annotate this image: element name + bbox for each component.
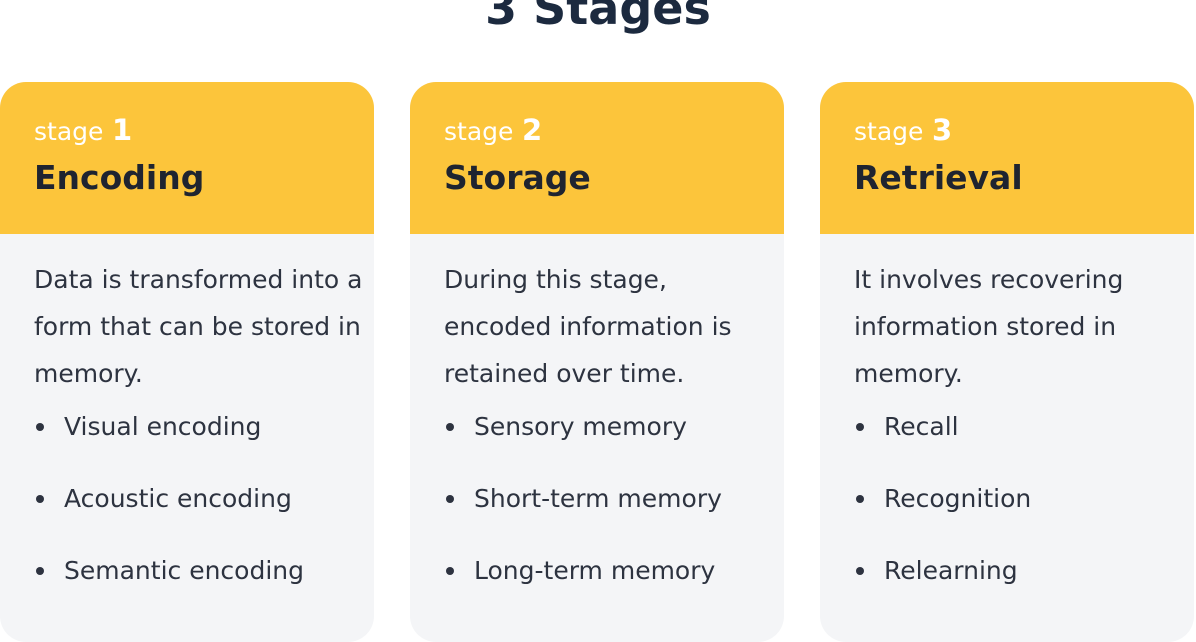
stage-card-header: stage 2 Storage [410, 82, 784, 234]
stage-card-body: During this stage, encoded information i… [410, 234, 784, 589]
list-item-label: Semantic encoding [64, 556, 305, 585]
stage-card-body: It involves recovering information store… [820, 234, 1194, 589]
stage-description: Data is transformed into a form that can… [34, 265, 363, 388]
bullet-icon [36, 423, 44, 431]
stages-row: stage 1 Encoding Data is transformed int… [0, 82, 1196, 642]
stage-card-encoding: stage 1 Encoding Data is transformed int… [0, 82, 374, 642]
bullet-icon [856, 495, 864, 503]
stage-number-line: stage 1 [34, 112, 374, 148]
stage-number: 3 [932, 113, 953, 147]
stage-list: Visual encoding Acoustic encoding Semant… [34, 409, 374, 589]
list-item-label: Short-term memory [474, 484, 722, 513]
list-item-label: Acoustic encoding [64, 484, 292, 513]
list-item: Visual encoding [34, 409, 374, 445]
stage-list: Sensory memory Short-term memory Long-te… [444, 409, 784, 589]
list-item-label: Sensory memory [474, 412, 687, 441]
list-item: Short-term memory [444, 481, 784, 517]
list-item: Long-term memory [444, 553, 784, 589]
page-title: 3 Stages [485, 0, 711, 35]
stage-card-storage: stage 2 Storage During this stage, encod… [410, 82, 784, 642]
bullet-icon [446, 495, 454, 503]
bullet-icon [446, 567, 454, 575]
list-item: Relearning [854, 553, 1194, 589]
stage-title: Storage [444, 158, 591, 197]
stage-title: Encoding [34, 158, 205, 197]
stage-card-body: Data is transformed into a form that can… [0, 234, 374, 589]
stage-number-line: stage 2 [444, 112, 784, 148]
list-item-label: Recognition [884, 484, 1032, 513]
list-item: Acoustic encoding [34, 481, 374, 517]
list-item-label: Visual encoding [64, 412, 262, 441]
stage-number: 2 [522, 113, 543, 147]
list-item: Recall [854, 409, 1194, 445]
bullet-icon [856, 423, 864, 431]
list-item: Recognition [854, 481, 1194, 517]
stage-label: stage [34, 117, 104, 146]
stage-number: 1 [112, 113, 133, 147]
stage-description: It involves recovering information store… [854, 265, 1124, 388]
list-item-label: Long-term memory [474, 556, 716, 585]
stage-title: Retrieval [854, 158, 1023, 197]
bullet-icon [36, 495, 44, 503]
list-item-label: Recall [884, 412, 959, 441]
list-item-label: Relearning [884, 556, 1018, 585]
stage-card-retrieval: stage 3 Retrieval It involves recovering… [820, 82, 1194, 642]
list-item: Semantic encoding [34, 553, 374, 589]
stage-label: stage [854, 117, 924, 146]
stage-description: During this stage, encoded information i… [444, 265, 732, 388]
list-item: Sensory memory [444, 409, 784, 445]
stage-number-line: stage 3 [854, 112, 1194, 148]
stage-card-header: stage 3 Retrieval [820, 82, 1194, 234]
stage-list: Recall Recognition Relearning [854, 409, 1194, 589]
stage-label: stage [444, 117, 514, 146]
bullet-icon [36, 567, 44, 575]
bullet-icon [446, 423, 454, 431]
stage-card-header: stage 1 Encoding [0, 82, 374, 234]
bullet-icon [856, 567, 864, 575]
